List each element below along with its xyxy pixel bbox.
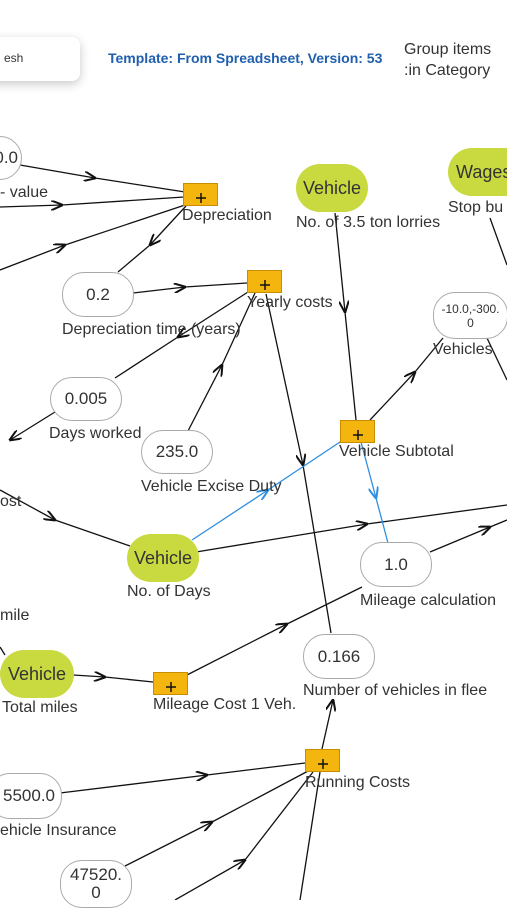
edge (486, 337, 507, 381)
vehicles-fleet-node[interactable]: 0.166 (303, 634, 375, 679)
edge (429, 527, 490, 553)
edge (64, 204, 186, 246)
running-costs-label: Running Costs (305, 774, 410, 791)
mileage-cost-label: Mileage Cost 1 Veh. (153, 696, 297, 713)
template-version-label: Template: From Spreadsheet, Version: 53 (108, 50, 383, 66)
days-worked-node[interactable]: 0.005 (50, 377, 122, 421)
edge (150, 205, 187, 245)
edge (286, 586, 363, 625)
highlight-edge (360, 441, 376, 498)
refresh-label: esh (4, 51, 24, 65)
plus-icon (260, 280, 270, 290)
edge (366, 504, 507, 525)
edge (414, 337, 444, 373)
total-miles-node[interactable]: Vehicle (0, 650, 74, 698)
depreciation-time-node[interactable]: 0.2 (62, 272, 134, 317)
edge (178, 291, 249, 337)
wages-node[interactable]: Wages (448, 148, 507, 196)
edge (206, 762, 306, 776)
depreciation-time-label: Depreciation time (years) (62, 321, 241, 338)
highlight-edge (191, 490, 268, 541)
edge (10, 411, 56, 440)
group-items-line1: Group items (404, 41, 492, 58)
edge (0, 646, 6, 656)
plus-icon (166, 682, 176, 692)
depreciation-label: Depreciation (182, 207, 272, 224)
no-of-days-node[interactable]: Vehicle (127, 534, 199, 582)
edge (19, 164, 95, 178)
mileage-cost-operator[interactable] (153, 672, 188, 695)
edge (299, 771, 321, 900)
edge (489, 217, 507, 266)
group-items-line2: :in Category (404, 62, 491, 79)
edge (334, 212, 345, 312)
edge (132, 287, 185, 294)
yearly-costs-label: Yearly costs (247, 294, 333, 311)
plus-icon (353, 430, 363, 440)
edge (0, 489, 55, 520)
edge (195, 524, 367, 553)
edge (0, 205, 62, 207)
edge (187, 365, 222, 432)
edge (174, 860, 245, 900)
yearly-costs-operator[interactable] (247, 270, 282, 293)
bottom-value-line2: 0 (91, 883, 101, 902)
edge (117, 244, 151, 273)
mileage-calc-node[interactable]: 1.0 (360, 542, 432, 587)
edge (211, 769, 311, 823)
edge (265, 293, 303, 465)
edge (184, 624, 287, 677)
vehicles-range-line2: 0 (467, 315, 474, 330)
insurance-label: ehicle Insurance (0, 822, 117, 839)
highlight-edge (375, 497, 389, 544)
days-worked-label: Days worked (49, 425, 142, 442)
vehicles-range-label: Vehicles (433, 341, 493, 358)
depreciation-operator[interactable] (183, 183, 218, 206)
edge (321, 700, 333, 750)
vehicle-subtotal-operator[interactable] (340, 420, 375, 443)
highlight-edge (267, 439, 344, 491)
edge (124, 822, 212, 867)
vehicles-fleet-label: Number of vehicles in flee (303, 682, 488, 699)
vehicle-subtotal-label: Vehicle Subtotal (339, 443, 454, 460)
edge (61, 196, 185, 206)
edge (221, 292, 256, 366)
edge (302, 464, 332, 634)
refresh-button[interactable]: esh (0, 37, 80, 81)
running-costs-operator[interactable] (305, 749, 340, 772)
group-items-toggle[interactable]: Group items :in Category (404, 39, 491, 81)
mileage-calc-label: Mileage calculation (360, 592, 497, 609)
vehicles-range-line1: -10.0,-300. (441, 301, 500, 316)
edge (369, 372, 415, 421)
excise-duty-label: Vehicle Excise Duty (141, 478, 282, 495)
edge (489, 519, 507, 528)
vehicle-lorries-label: No. of 3.5 ton lorries (296, 214, 441, 231)
edge (104, 676, 154, 683)
excise-duty-node[interactable]: 235.0 (141, 430, 213, 474)
edge (184, 282, 248, 288)
edge (0, 245, 65, 271)
edge (114, 336, 179, 379)
plus-icon (318, 759, 328, 769)
edge (344, 311, 357, 421)
no-of-days-label: No. of Days (127, 583, 211, 600)
vehicles-range-node[interactable]: -10.0,-300. 0 (433, 292, 507, 339)
mile-partial-label: mile (0, 607, 30, 624)
edge (54, 519, 131, 547)
vehicle-lorries-node[interactable]: Vehicle (296, 164, 368, 212)
edge (59, 775, 207, 794)
cost-partial-label: ost (0, 493, 22, 510)
wages-label: Stop bu (448, 199, 504, 216)
residual-value-label: - value (0, 184, 49, 201)
plus-icon (196, 193, 206, 203)
edge (72, 675, 105, 677)
bottom-value-line1: 47520. (70, 865, 122, 884)
edge (244, 771, 314, 861)
total-miles-label: Total miles (2, 699, 78, 716)
bottom-value-node[interactable]: 47520. 0 (60, 860, 132, 908)
insurance-node[interactable]: 5500.0 (0, 773, 62, 819)
edge (94, 177, 186, 193)
